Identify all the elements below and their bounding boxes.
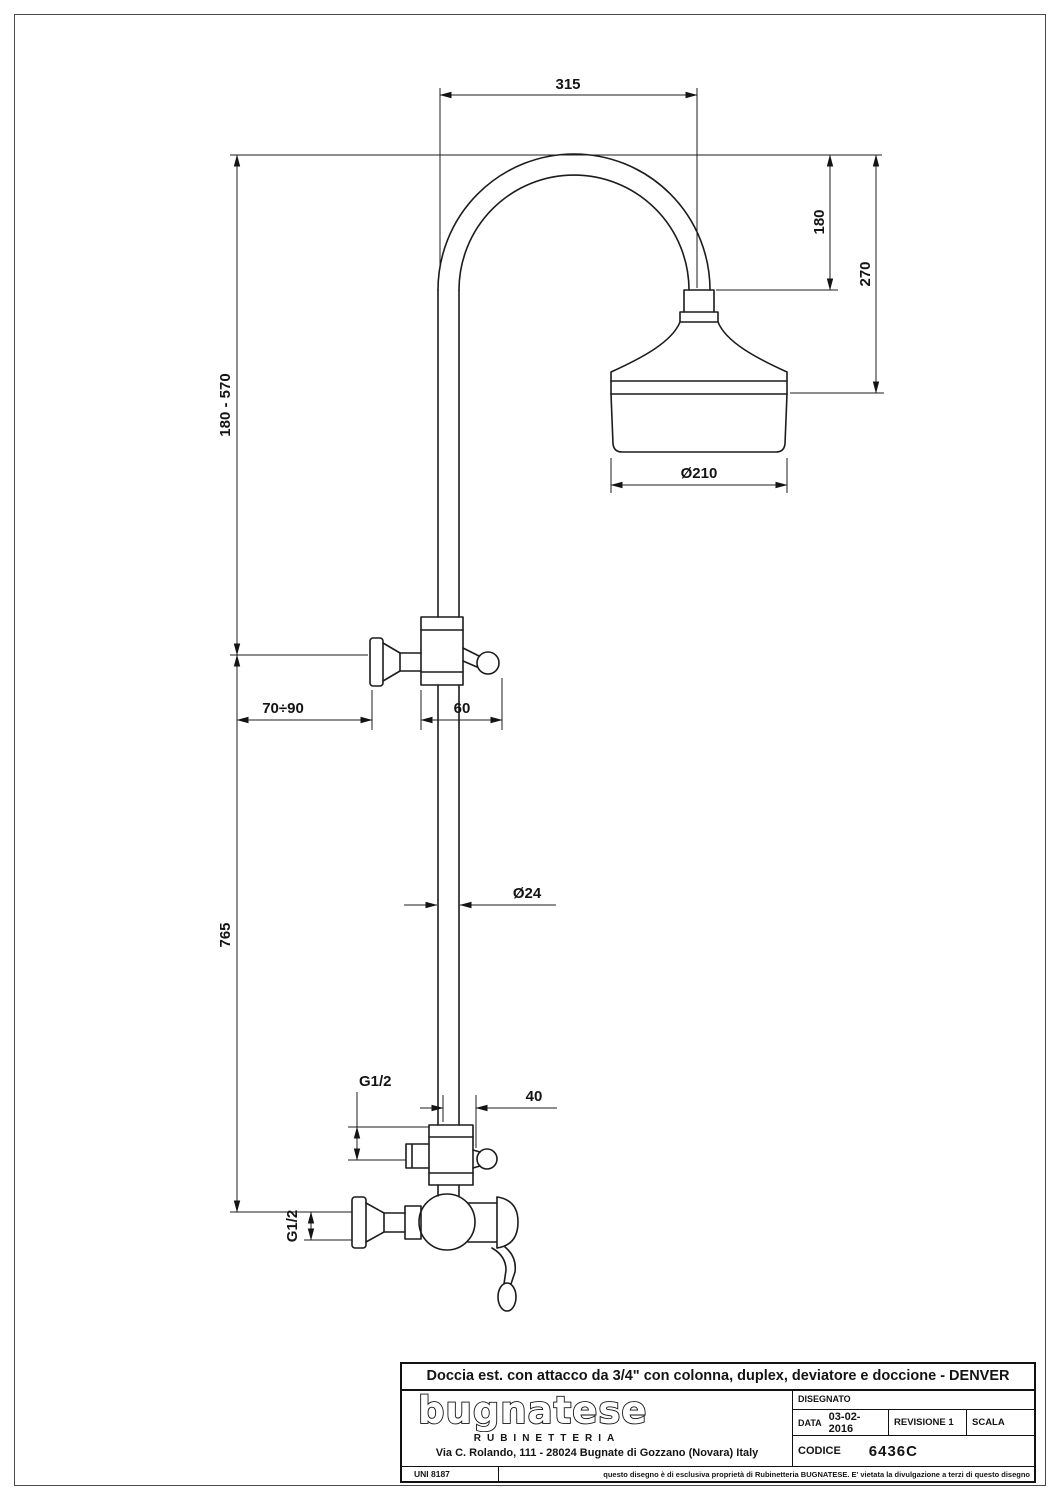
footer-strip: UNI 8187 questo disegno è di esclusiva p…: [402, 1466, 1034, 1481]
dim-arm-width-label: 315: [555, 76, 580, 93]
dim-wall-distance-label: 70÷90: [262, 700, 304, 717]
dim-pipe-diameter-label: Ø24: [513, 885, 542, 902]
manufacturer-cell: bugnatese RUBINETTERIA Via C. Rolando, 1…: [402, 1388, 793, 1466]
code-row: CODICE 6436C: [793, 1436, 1034, 1466]
revision-cell: REVISIONE 1: [889, 1410, 967, 1435]
wall-flange-upper: [369, 637, 384, 687]
dim-diverter-depth-label: 40: [526, 1088, 543, 1105]
date-value: 03-02-2016: [828, 1410, 861, 1435]
mixer-lever: [491, 1246, 517, 1285]
disegnato-label: DISEGNATO: [798, 1394, 851, 1404]
dimension-labels: 315 180 - 570 765 70÷90 60 180 270 Ø210 …: [217, 76, 874, 1242]
mixer-valve: [351, 1193, 519, 1312]
riser-pipe-lower: [437, 684, 460, 1126]
gooseneck-arm: [437, 153, 711, 291]
revision-label: REVISIONE 1: [894, 1417, 954, 1428]
lever-bulb: [497, 1282, 517, 1312]
date-cell: DATA 03-02-2016: [793, 1410, 889, 1435]
riser-pipe-upper: [437, 289, 460, 618]
company-logo: bugnatese RUBINETTERIA: [417, 1388, 670, 1444]
drawing-title: Doccia est. con attacco da 3/4" con colo…: [402, 1364, 1034, 1391]
gooseneck-arm-inner: [458, 174, 690, 291]
dim-head-diameter-label: Ø210: [681, 465, 718, 482]
logo-graphic: bugnatese: [417, 1388, 648, 1433]
shower-head: [610, 289, 788, 453]
copyright-note: questo disegno è di esclusiva proprietà …: [603, 1469, 1030, 1479]
disegnato-row: DISEGNATO: [793, 1391, 1034, 1410]
code-label: CODICE: [798, 1445, 841, 1457]
company-address: Via C. Rolando, 111 - 28024 Bugnate di G…: [435, 1447, 759, 1459]
sheet-border: [14, 14, 1046, 1486]
wall-flange-lower: [351, 1196, 367, 1249]
shower-column-outline: [437, 153, 711, 1126]
title-block-main: bugnatese RUBINETTERIA Via C. Rolando, 1…: [402, 1388, 1034, 1466]
wall-bracket-diverter: [369, 616, 500, 687]
dim-lower-thread-label: G1/2: [284, 1210, 301, 1243]
diverter-knob: [476, 651, 500, 675]
logo-subtitle: RUBINETTERIA: [473, 1433, 621, 1444]
date-label: DATA: [798, 1417, 822, 1428]
lower-diverter: [405, 1124, 498, 1197]
drawing-info: DISEGNATO DATA 03-02-2016 REVISIONE 1 SC…: [793, 1391, 1034, 1466]
dim-upper-thread-label: G1/2: [359, 1073, 392, 1090]
dim-lower-column-label: 765: [217, 922, 234, 947]
dim-upper-column-label: 180 - 570: [217, 373, 234, 436]
meta-row: DATA 03-02-2016 REVISIONE 1 SCALA: [793, 1410, 1034, 1436]
lower-knob: [476, 1148, 498, 1170]
standard-ref: UNI 8187: [402, 1467, 499, 1481]
dim-diverter-offset-label: 60: [454, 700, 471, 717]
scale-label: SCALA: [972, 1417, 1005, 1428]
title-block: Doccia est. con attacco da 3/4" con colo…: [400, 1362, 1036, 1483]
extension-lines: [230, 88, 884, 1241]
scale-cell: SCALA: [967, 1410, 1034, 1435]
logo-text: bugnatese: [418, 1392, 648, 1432]
dim-arm-drop-label: 180: [811, 209, 828, 234]
code-value: 6436C: [868, 1442, 918, 1460]
dim-head-drop-label: 270: [857, 261, 874, 286]
diverter-button: [405, 1143, 430, 1169]
dimension-lines: [233, 91, 880, 1241]
